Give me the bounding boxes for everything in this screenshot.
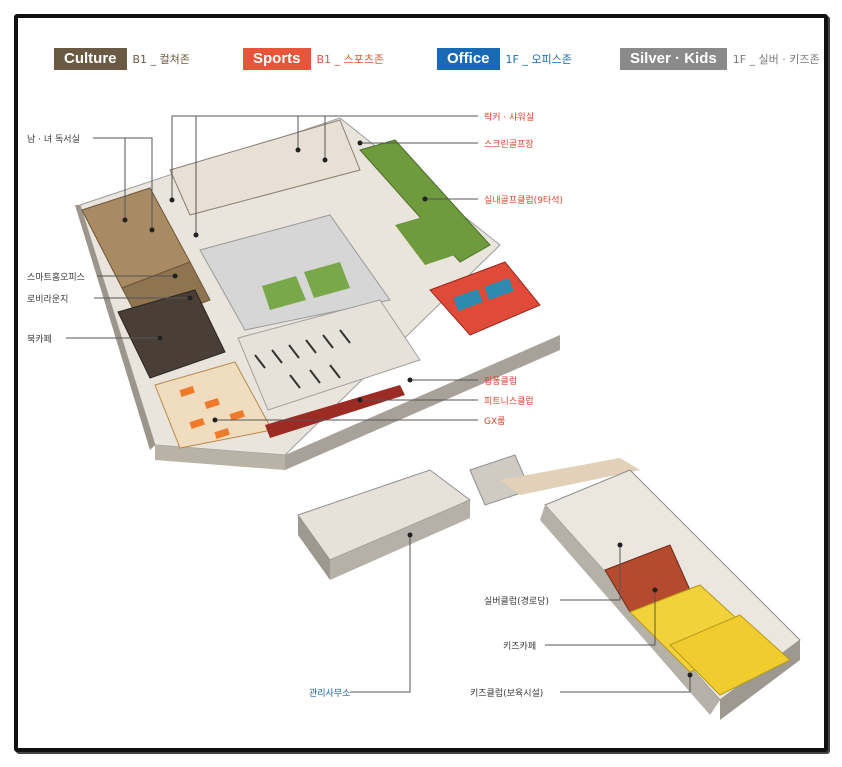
label-locker-shower: 락커 · 샤워실: [484, 113, 534, 123]
culture-badge: Culture: [54, 48, 127, 70]
legend-office: Office 1F _ 오피스존: [437, 48, 572, 70]
label-screen-golf: 스크린골프장: [484, 140, 534, 150]
label-smart-home-office: 스마트홈오피스: [27, 273, 85, 283]
office-badge: Office: [437, 48, 500, 70]
label-lobby-lounge: 로비라운지: [27, 295, 69, 305]
legend-silver-kids: Silver · Kids 1F _ 실버 · 키즈존: [620, 48, 820, 70]
silver-kids-badge: Silver · Kids: [620, 48, 727, 70]
label-kids-cafe: 키즈카페: [503, 642, 537, 652]
legend-culture: Culture B1 _ 컬쳐존: [54, 48, 190, 70]
label-fitness-club: 피트니스클럽: [484, 397, 534, 407]
legend-sports: Sports B1 _ 스포츠존: [243, 48, 384, 70]
label-kids-club: 키즈클럽(보육시설): [470, 689, 544, 699]
label-reading-room: 남 · 녀 독서실: [27, 135, 80, 145]
label-pingpong-club: 핑퐁클럽: [484, 377, 518, 387]
label-management-office: 관리사무소: [309, 689, 351, 699]
label-book-cafe: 북카페: [27, 335, 52, 345]
office-zone-label: 1F _ 오피스존: [505, 53, 572, 66]
silver-kids-zone-label: 1F _ 실버 · 키즈존: [732, 53, 820, 66]
label-silver-club: 실버클럽(경로당): [484, 597, 549, 607]
sports-zone-label: B1 _ 스포츠존: [316, 53, 385, 66]
label-indoor-golf-club: 실내골프클럽(9타석): [484, 196, 563, 206]
culture-zone-label: B1 _ 컬쳐존: [132, 53, 190, 66]
label-gx-room: GX룸: [484, 417, 506, 427]
sports-badge: Sports: [243, 48, 311, 70]
